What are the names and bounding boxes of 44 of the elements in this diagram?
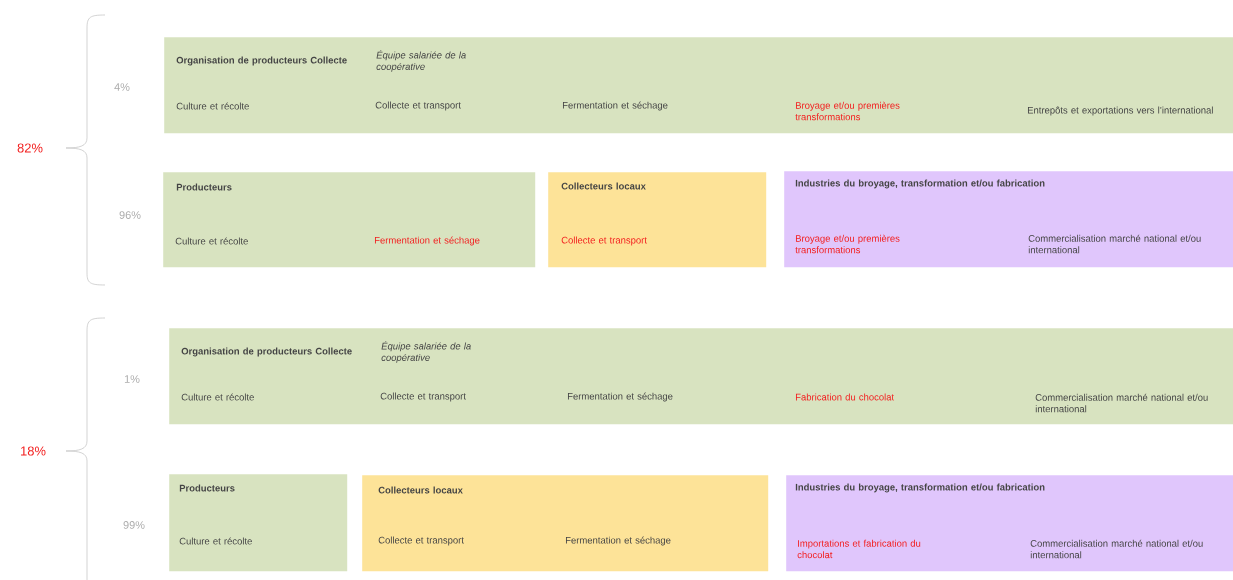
highlighted-step: Collecte et transport xyxy=(561,236,647,246)
step-text: Fermentation et séchage xyxy=(566,536,671,546)
step-text: Collecte et transport xyxy=(375,101,461,111)
step-text: Commercialisation marché national et/ou international xyxy=(1028,234,1201,254)
heading-text: Industries du broyage, transformation et/ou fabrication xyxy=(795,179,1045,189)
heading-text: Producteurs xyxy=(179,484,235,492)
heading-text: Collecteurs locaux xyxy=(378,486,463,494)
heading-text: Organisation de producteurs Collecte xyxy=(181,347,352,357)
actor-box xyxy=(164,37,1233,134)
step-text: Culture et récolte xyxy=(176,102,249,110)
staff-note: Équipe salariée de la coopérative xyxy=(376,50,466,72)
highlighted-step: Fabrication du chocolat xyxy=(796,393,894,401)
highlighted-step: Broyage et/ou premières transformations xyxy=(795,234,900,254)
step-text: Collecte et transport xyxy=(380,392,466,402)
step-text: Culture et récolte xyxy=(181,393,254,401)
actor-box xyxy=(362,475,769,572)
share-percentage: 99% xyxy=(123,521,145,529)
share-percentage: 1% xyxy=(124,375,140,383)
actor-box xyxy=(169,328,1233,425)
share-percentage: 4% xyxy=(114,83,130,91)
share-percentage: 82% xyxy=(17,143,43,153)
step-text: Commercialisation marché national et/ou international xyxy=(1035,393,1208,413)
heading-text: Organisation de producteurs Collecte xyxy=(176,56,347,66)
share-percentage: 18% xyxy=(21,446,46,456)
actor-box xyxy=(169,474,348,572)
step-text: Commercialisation marché national et/ou international xyxy=(1030,539,1203,559)
actor-box xyxy=(784,171,1233,268)
step-text: Fermentation et séchage xyxy=(568,392,673,402)
actor-box xyxy=(548,172,767,268)
staff-note: Équipe salariée de la coopérative xyxy=(381,341,471,363)
highlighted-step: Importations et fabrication du chocolat xyxy=(797,539,921,559)
heading-text: Industries du broyage, transformation et/ou fabrication xyxy=(795,483,1045,493)
highlighted-step: Broyage et/ou premières transformations xyxy=(795,101,900,121)
step-text: Entrepôts et exportations vers l’international xyxy=(1028,106,1213,116)
actor-box xyxy=(163,172,536,268)
step-text: Culture et récolte xyxy=(175,237,248,245)
heading-text: Producteurs xyxy=(176,183,232,191)
step-text: Collecte et transport xyxy=(378,536,464,546)
actor-box xyxy=(786,475,1233,572)
heading-text: Collecteurs locaux xyxy=(561,182,646,190)
step-text: Culture et récolte xyxy=(179,537,252,545)
share-percentage: 96% xyxy=(119,211,141,219)
highlighted-step: Fermentation et séchage xyxy=(375,236,480,246)
step-text: Fermentation et séchage xyxy=(563,101,668,111)
